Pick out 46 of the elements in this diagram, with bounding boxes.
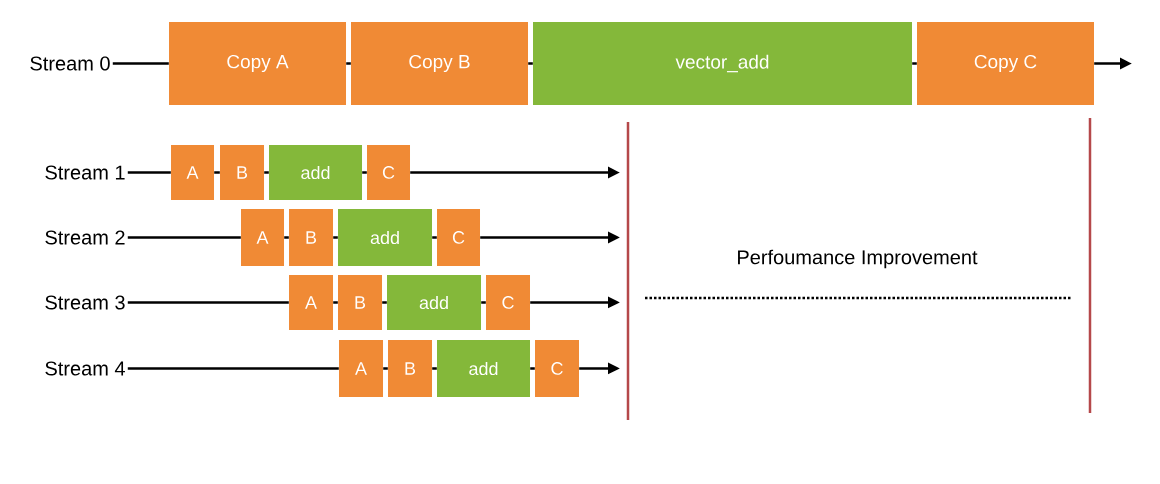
copy-box: A — [289, 275, 333, 330]
stream-label: Stream 0 — [30, 56, 110, 71]
timeline-line — [214, 171, 220, 174]
stream-label: Stream 3 — [45, 295, 125, 310]
copy-box: Copy B — [351, 22, 528, 105]
timeline-line — [382, 301, 387, 304]
copy-box: A — [171, 145, 214, 200]
timeline-line — [432, 367, 437, 370]
kernel-box: add — [387, 275, 481, 330]
timeline-line — [912, 62, 917, 65]
timeline-line — [346, 62, 351, 65]
timeline-line — [112, 62, 169, 65]
copy-box: Copy C — [917, 22, 1094, 105]
stream-label: Stream 4 — [45, 361, 125, 376]
copy-box: C — [437, 209, 480, 266]
kernel-box: add — [269, 145, 362, 200]
timeline-line — [333, 236, 338, 239]
timeline-line — [333, 301, 338, 304]
timeline-line — [127, 301, 289, 304]
copy-box: A — [241, 209, 284, 266]
timeline-line — [362, 171, 367, 174]
timeline-line — [481, 301, 486, 304]
copy-box: C — [535, 340, 579, 397]
timeline-line — [284, 236, 289, 239]
annotation-text: Perfoumance Improvement — [738, 249, 978, 269]
copy-box: C — [486, 275, 530, 330]
copy-box: B — [220, 145, 264, 200]
copy-box: C — [367, 145, 410, 200]
kernel-box: add — [338, 209, 432, 266]
copy-box: A — [339, 340, 383, 397]
kernel-box: add — [437, 340, 530, 397]
timeline-line — [383, 367, 388, 370]
stream-label: Stream 1 — [45, 165, 125, 180]
timeline-line — [530, 367, 535, 370]
timeline-line — [528, 62, 533, 65]
timeline-line — [264, 171, 269, 174]
timeline-line — [127, 236, 241, 239]
copy-box: Copy A — [169, 22, 346, 105]
copy-box: B — [338, 275, 382, 330]
copy-box: B — [388, 340, 432, 397]
stream-label: Stream 2 — [45, 230, 125, 245]
timeline-line — [127, 367, 339, 370]
kernel-box: vector_add — [533, 22, 912, 105]
timeline-line — [127, 171, 171, 174]
timeline-line — [432, 236, 437, 239]
copy-box: B — [289, 209, 333, 266]
